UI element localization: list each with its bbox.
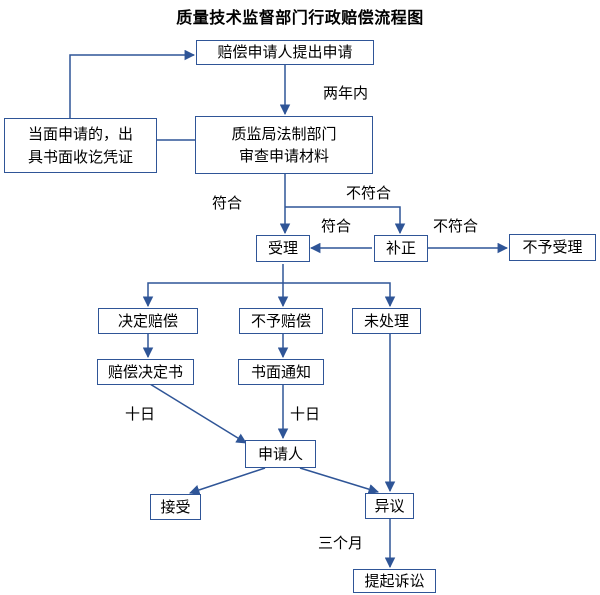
label-not-conform-2: 不符合 [433, 217, 479, 235]
node-decide-compensate: 决定赔偿 [98, 308, 198, 334]
arrow-applicant-to-objection [299, 467, 380, 495]
arrow-to-decide [142, 282, 283, 308]
diagram-title: 质量技术监督部门行政赔偿流程图 [176, 8, 424, 27]
node-legal-review: 质监局法制部门 审查申请材料 [195, 116, 373, 174]
node-reject-accept: 不予受理 [509, 234, 596, 261]
node-receipt-line2: 具书面收讫凭证 [27, 147, 133, 166]
node-legal-review-line1: 质监局法制部门 [231, 124, 337, 143]
node-written-notice: 书面通知 [238, 359, 324, 385]
label-conform-2: 符合 [321, 217, 352, 235]
node-receipt: 当面申请的，出 具书面收讫凭证 [4, 118, 157, 173]
node-agree: 接受 [150, 494, 201, 520]
node-legal-review-line2: 审查申请材料 [238, 147, 329, 165]
arrow-to-not-handled [283, 282, 396, 308]
node-compensation-decision: 赔偿决定书 [97, 359, 194, 385]
arrow-applicant-to-agree [189, 467, 266, 495]
node-receipt-line1: 当面申请的，出 [27, 125, 133, 143]
label-not-conform-1: 不符合 [346, 184, 392, 202]
arrow-document-to-applicant [149, 383, 247, 444]
node-accept: 受理 [256, 235, 310, 262]
node-applicant-submit: 赔偿申请人提出申请 [196, 40, 374, 65]
label-conform-1: 符合 [212, 194, 243, 212]
node-not-handled: 未处理 [352, 308, 421, 334]
label-ten-days-1: 十日 [125, 405, 156, 423]
node-lawsuit: 提起诉讼 [353, 569, 436, 593]
label-three-months: 三个月 [318, 534, 364, 552]
label-within-two-years: 两年内 [323, 84, 369, 102]
label-ten-days-2: 十日 [290, 405, 321, 423]
arrow-review-to-supplement [285, 206, 406, 235]
node-applicant: 申请人 [245, 440, 316, 468]
arrow-receipt-to-submit [69, 49, 196, 118]
node-objection: 异议 [365, 493, 414, 519]
node-supplement: 补正 [374, 235, 428, 262]
node-no-compensate: 不予赔偿 [239, 308, 323, 334]
